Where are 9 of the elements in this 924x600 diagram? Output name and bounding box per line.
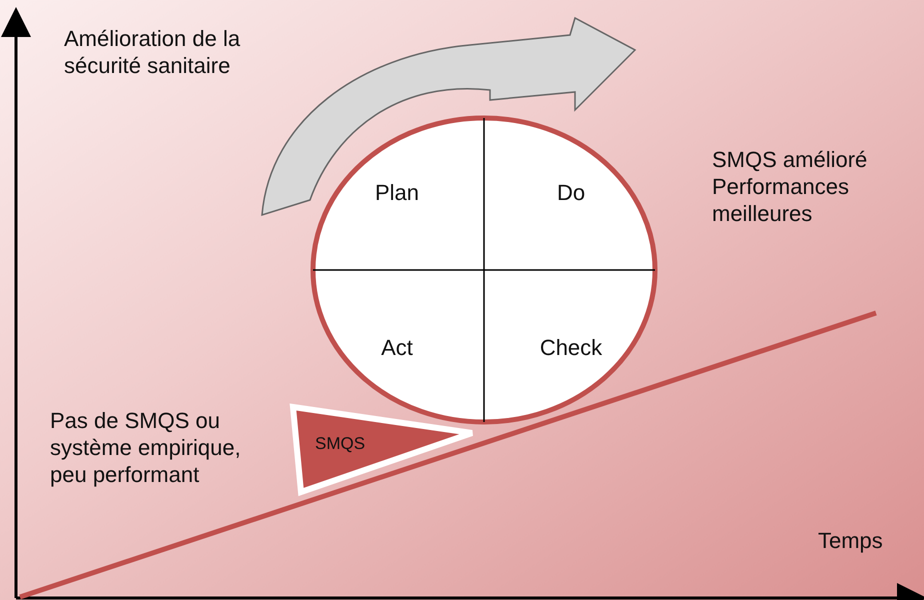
- quadrant-label: Do: [556, 180, 586, 206]
- annotation-text: Pas de SMQS ou système empirique, peu performant: [50, 407, 242, 488]
- quadrant-label: Act: [381, 334, 413, 360]
- annotation-text: SMQS amélioré Performances meilleures: [712, 146, 868, 227]
- wedge-label: SMQS: [315, 434, 366, 454]
- quadrant-label: Plan: [374, 180, 420, 206]
- quadrant-label: Check: [540, 334, 602, 360]
- axis-label: Temps: [818, 527, 884, 554]
- axis-label: Amélioration de la sécurité sanitaire: [64, 25, 242, 79]
